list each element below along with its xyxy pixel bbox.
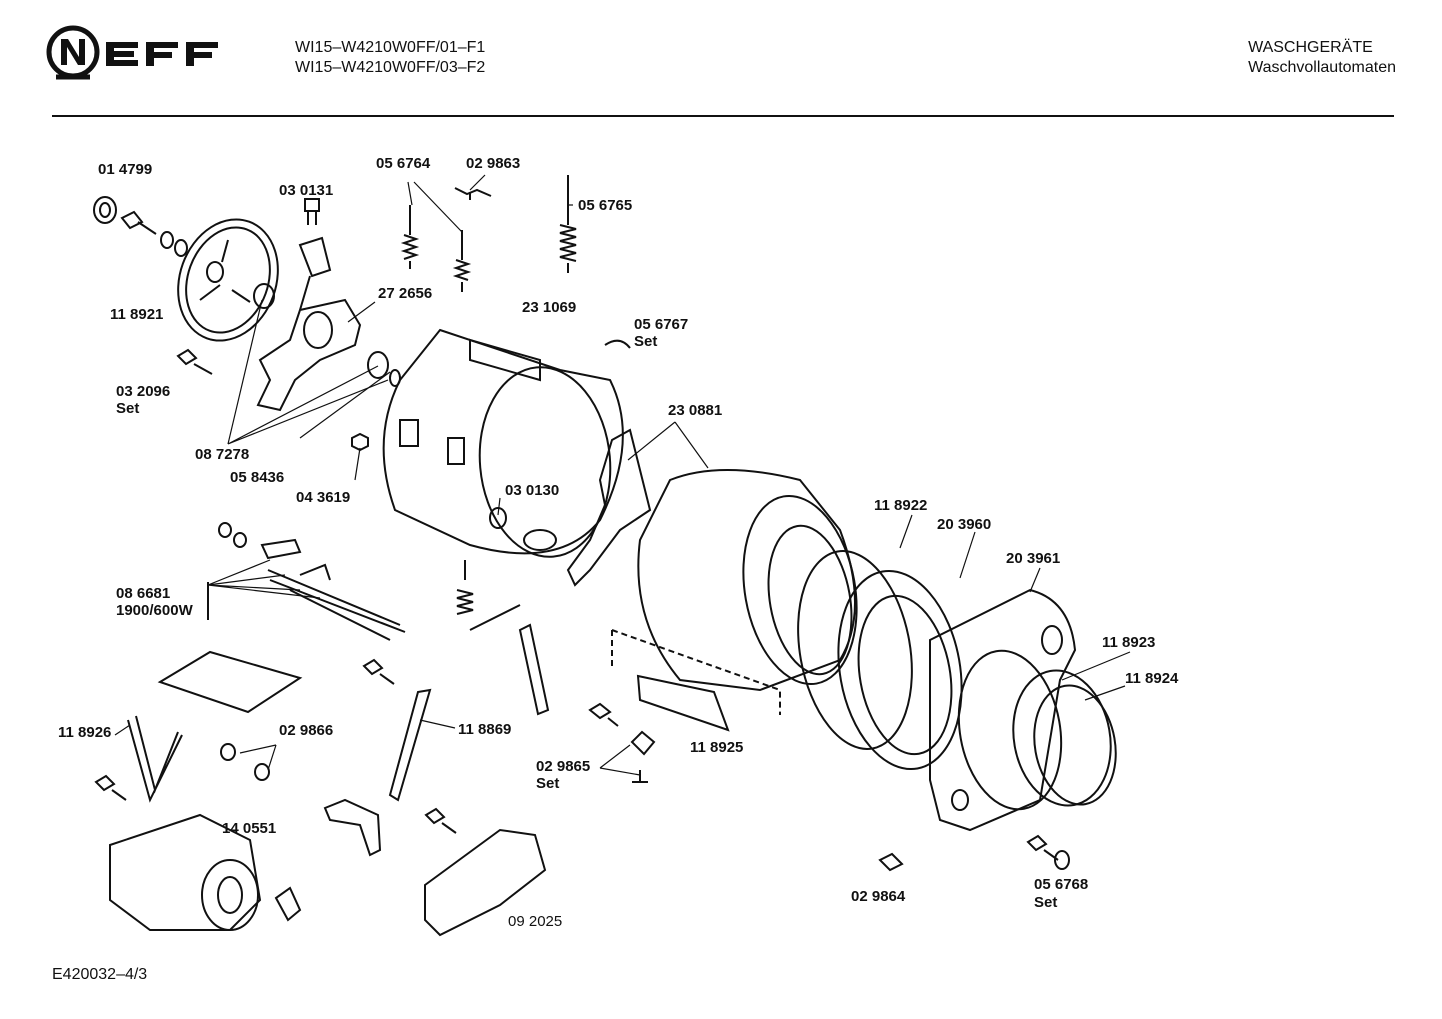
label-230881: 23 0881	[668, 402, 722, 419]
screw-029865	[588, 702, 619, 727]
small-bracket	[274, 886, 302, 922]
label-056768: 05 6768	[1034, 876, 1088, 893]
bolt-lower	[424, 807, 457, 834]
label-140551: 14 0551	[222, 820, 276, 837]
dashed-guide	[611, 629, 781, 715]
damper-b	[388, 688, 432, 802]
lint-filter	[636, 674, 730, 732]
label-029865-set: Set	[536, 775, 559, 792]
screw-030131	[304, 198, 320, 212]
heater	[267, 563, 406, 641]
neff-logo	[46, 25, 218, 80]
spring-056764-a	[400, 205, 420, 269]
category: WASCHGERÄTE Waschvollautomaten	[1248, 38, 1396, 78]
drum-spider	[566, 428, 652, 587]
screw-056768	[1026, 834, 1059, 861]
label-118924: 11 8924	[1125, 670, 1179, 687]
model-number-2: WI15–W4210W0FF/03–F2	[295, 59, 486, 76]
label-056764: 05 6764	[376, 155, 431, 172]
label-118925: 11 8925	[690, 739, 743, 756]
label-272656: 27 2656	[378, 285, 432, 302]
label-014799: 01 4799	[98, 161, 152, 178]
shaft-seal	[367, 351, 389, 379]
label-029863: 02 9863	[466, 155, 520, 172]
label-056768-set: Set	[1034, 894, 1057, 911]
drawing-code: E420032–4/3	[52, 966, 148, 983]
label-030130: 03 0130	[505, 482, 559, 499]
clip-056767	[604, 339, 631, 349]
label-092025: 09 2025	[508, 913, 562, 930]
grommet-a	[220, 743, 236, 761]
label-118923: 11 8923	[1102, 634, 1155, 651]
label-203961: 20 3961	[1006, 550, 1060, 567]
bearing-ring	[93, 196, 117, 224]
label-086681: 08 6681	[116, 585, 170, 602]
label-032096-set: Set	[116, 400, 139, 417]
spring-056764-b	[452, 230, 472, 292]
label-118922: 11 8922	[874, 497, 927, 514]
label-118869: 11 8869	[458, 721, 511, 738]
header-rule	[52, 115, 1394, 117]
nut	[351, 432, 369, 452]
model-number-1: WI15–W4210W0FF/01–F1	[295, 39, 486, 56]
spring-056765	[559, 175, 577, 273]
cover-plate	[157, 650, 303, 714]
label-087278: 08 7278	[195, 446, 249, 463]
label-058436: 05 8436	[230, 469, 284, 486]
ring-203960	[837, 569, 963, 771]
clip-029864	[878, 852, 904, 872]
ring-118923	[1012, 669, 1112, 807]
damper-a	[518, 623, 550, 716]
drum-cross	[256, 236, 362, 412]
label-032096: 03 2096	[116, 383, 170, 400]
category-title: WASCHGERÄTE	[1248, 39, 1373, 56]
label-056767: 05 6767	[634, 316, 688, 333]
bolt-left	[94, 774, 127, 801]
model-numbers: WI15–W4210W0FF/01–F1 WI15–W4210W0FF/03–F…	[295, 38, 485, 78]
label-029865: 02 9865	[536, 758, 590, 775]
motor	[109, 813, 262, 931]
label-203960: 20 3960	[937, 516, 991, 533]
front-panel	[929, 588, 1077, 832]
label-056767-set: Set	[634, 333, 657, 350]
grommet-b	[254, 763, 270, 781]
motor-bracket	[323, 798, 382, 857]
label-118926: 11 8926	[58, 724, 111, 741]
clip-029863	[454, 187, 492, 200]
drum	[637, 469, 856, 692]
pulley-bolt	[120, 210, 157, 235]
tub-rear	[382, 328, 624, 555]
label-043619: 04 3619	[296, 489, 350, 506]
control-module	[424, 828, 547, 937]
spring-bottom	[456, 560, 521, 631]
bolt-032096	[176, 348, 213, 375]
label-029864: 02 9864	[851, 888, 906, 905]
bolt-mid	[362, 658, 395, 685]
ring-118924	[1033, 684, 1117, 806]
label-030131: 03 0131	[279, 182, 333, 199]
label-056765: 05 6765	[578, 197, 632, 214]
label-029866: 02 9866	[279, 722, 333, 739]
label-118921: 11 8921	[110, 306, 163, 323]
category-subtitle: Waschvollautomaten	[1248, 59, 1396, 76]
label-231069: 23 1069	[522, 299, 576, 316]
drive-belt	[127, 715, 183, 803]
label-086681-watt: 1900/600W	[116, 602, 194, 619]
